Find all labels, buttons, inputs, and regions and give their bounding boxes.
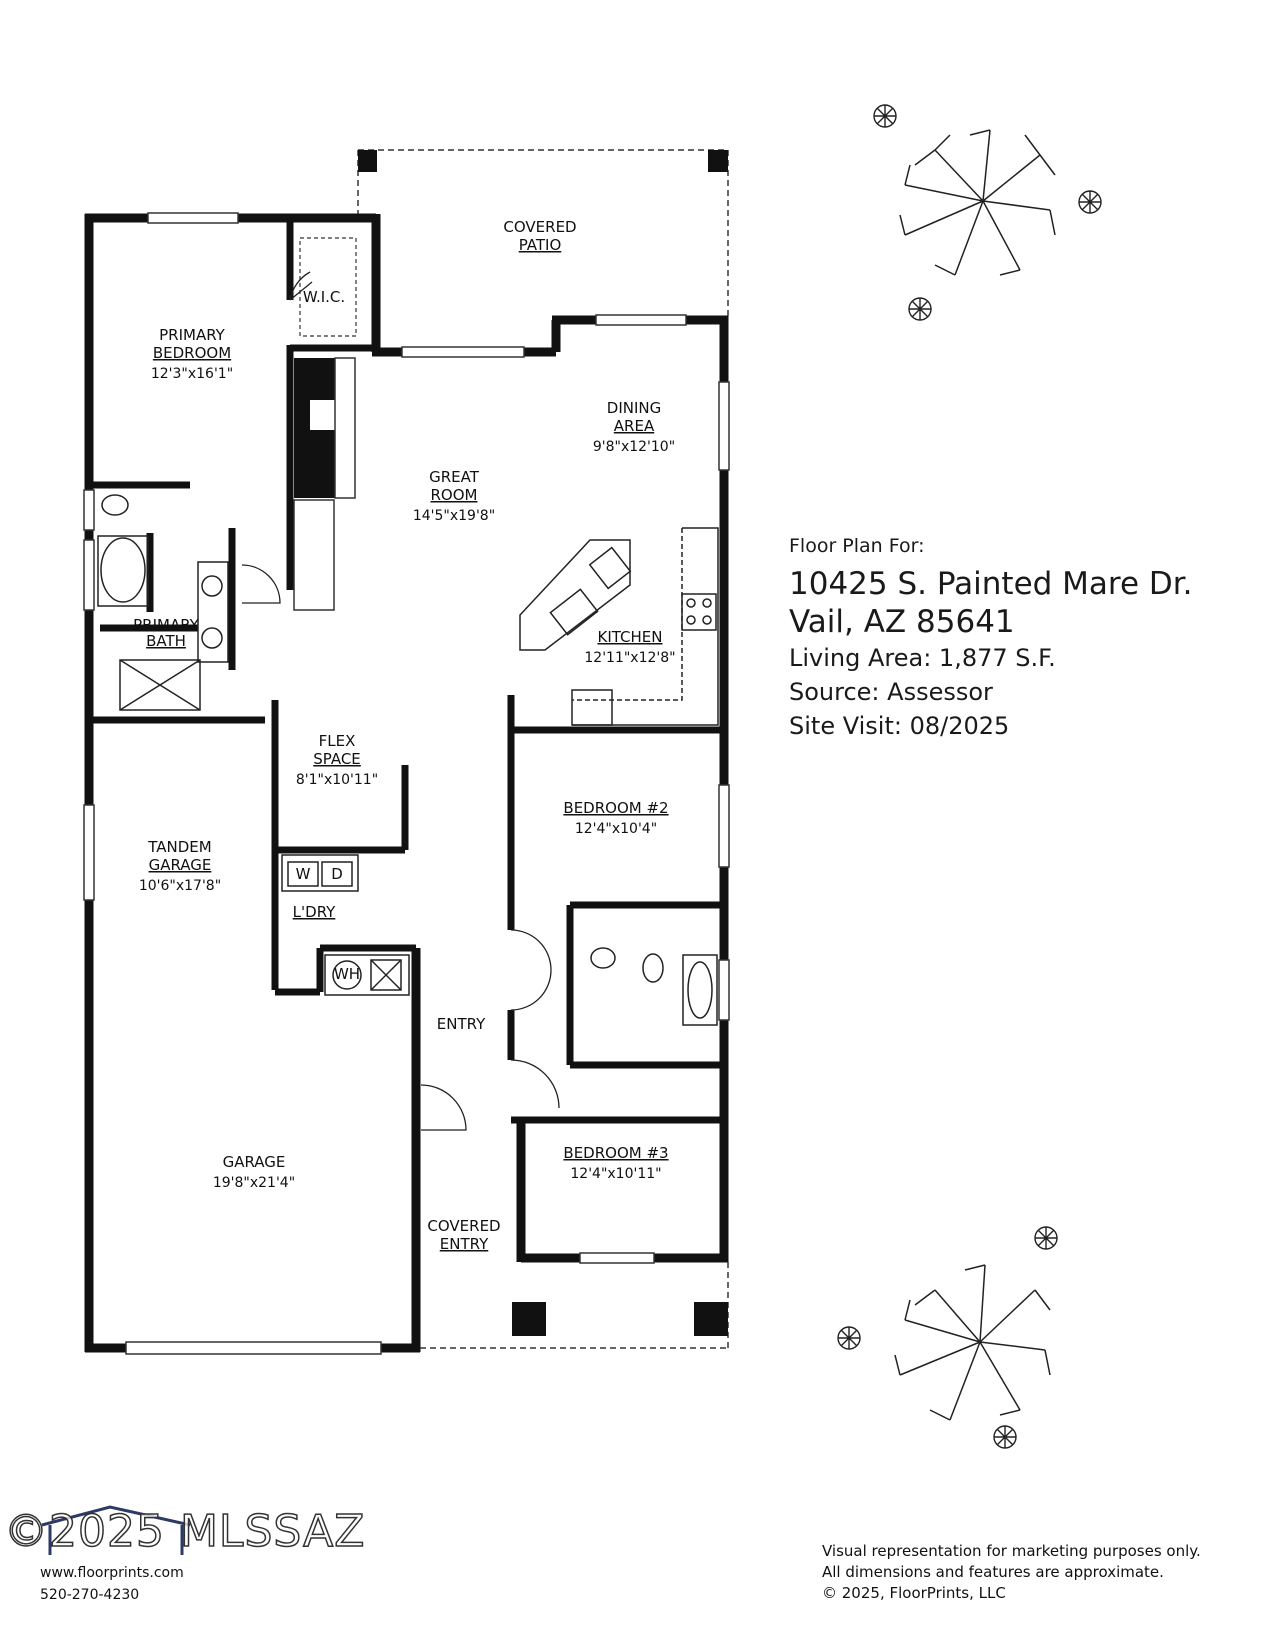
great-room-label: GREAT [429, 468, 480, 486]
disclaimer-line: Visual representation for marketing purp… [822, 1542, 1201, 1560]
covered-patio-label: PATIO [519, 236, 562, 254]
great-room-dim: 14'5"x19'8" [413, 508, 495, 524]
covered-entry-label: COVERED [427, 1217, 500, 1235]
garage-label: GARAGE [223, 1153, 286, 1171]
primary-bath-label: PRIMARY [133, 616, 200, 634]
room-labels: COVERED PATIO W.I.C. PRIMARY BEDROOM 12'… [133, 218, 675, 1253]
entry-label: ENTRY [437, 1015, 486, 1033]
dining-area-dim: 9'8"x12'10" [593, 439, 675, 455]
covered-entry-label: ENTRY [440, 1235, 489, 1253]
kitchen-counter [571, 527, 719, 726]
primary-bath-label: BATH [146, 632, 186, 650]
address-line-2: Vail, AZ 85641 [789, 604, 1015, 640]
bath-fixtures [97, 494, 718, 1026]
laundry-label: L'DRY [293, 903, 336, 921]
wic-shelving [299, 237, 357, 337]
flex-space-label: FLEX [319, 732, 356, 750]
source: Source: Assessor [789, 678, 993, 706]
kitchen-dim: 12'11"x12'8" [584, 650, 675, 666]
patio-post [358, 150, 377, 172]
fireplace [293, 357, 356, 611]
primary-bedroom-dim: 12'3"x16'1" [151, 366, 233, 382]
covered-entry-outline [420, 1262, 729, 1349]
disclaimer-line: All dimensions and features are approxim… [822, 1563, 1164, 1581]
address-line-1: 10425 S. Painted Mare Dr. [789, 566, 1193, 602]
wic-label: W.I.C. [303, 288, 345, 306]
flex-space-dim: 8'1"x10'11" [296, 772, 378, 788]
garage-door [125, 1341, 382, 1355]
dining-area-label: DINING [607, 399, 661, 417]
site-visit: Site Visit: 08/2025 [789, 712, 1010, 740]
company-phone: 520-270-4230 [40, 1587, 140, 1603]
tree-icon [894, 1264, 1051, 1421]
kitchen-label: KITCHEN [598, 628, 663, 646]
great-room-label: ROOM [431, 486, 478, 504]
entry-post [512, 1302, 546, 1336]
dryer-label: D [331, 865, 343, 883]
primary-bedroom-label: BEDROOM [153, 344, 231, 362]
floor-plan-for: Floor Plan For: [789, 535, 925, 557]
copyright: © 2025, FloorPrints, LLC [822, 1584, 1006, 1602]
patio-post [708, 150, 728, 172]
covered-patio-label: COVERED [503, 218, 576, 236]
water-heater-label: WH [334, 965, 360, 983]
company-website: www.floorprints.com [40, 1565, 184, 1581]
living-area: Living Area: 1,877 S.F. [789, 644, 1056, 672]
dining-area-label: AREA [614, 417, 655, 435]
tandem-garage-label: TANDEM [147, 838, 211, 856]
bedroom-3-label: BEDROOM #3 [563, 1144, 668, 1162]
doors [241, 271, 560, 1131]
house-roof-logo-icon [41, 1505, 191, 1555]
flex-space-label: SPACE [313, 750, 361, 768]
laundry-appliances [281, 854, 410, 996]
washer-label: W [296, 865, 311, 883]
primary-bedroom-label: PRIMARY [159, 326, 226, 344]
tandem-garage-dim: 10'6"x17'8" [139, 878, 221, 894]
windows [83, 212, 730, 1264]
disclaimer: Visual representation for marketing purp… [822, 1541, 1201, 1604]
bedroom-2-dim: 12'4"x10'4" [575, 821, 657, 837]
garage-dim: 19'8"x21'4" [213, 1175, 295, 1191]
tree-icon [899, 127, 1057, 276]
shrub-icon [837, 104, 1102, 1449]
bedroom-3-dim: 12'4"x10'11" [570, 1166, 661, 1182]
kitchen-island [519, 539, 632, 651]
interior-walls [89, 218, 728, 1124]
tandem-garage-label: GARAGE [149, 856, 212, 874]
covered-patio-outline [357, 149, 729, 316]
mls-watermark: ©2025 MLSSAZ [3, 1505, 366, 1558]
entry-post [694, 1302, 728, 1336]
bedroom-2-label: BEDROOM #2 [563, 799, 668, 817]
property-info: Floor Plan For: 10425 S. Painted Mare Dr… [789, 535, 1193, 743]
